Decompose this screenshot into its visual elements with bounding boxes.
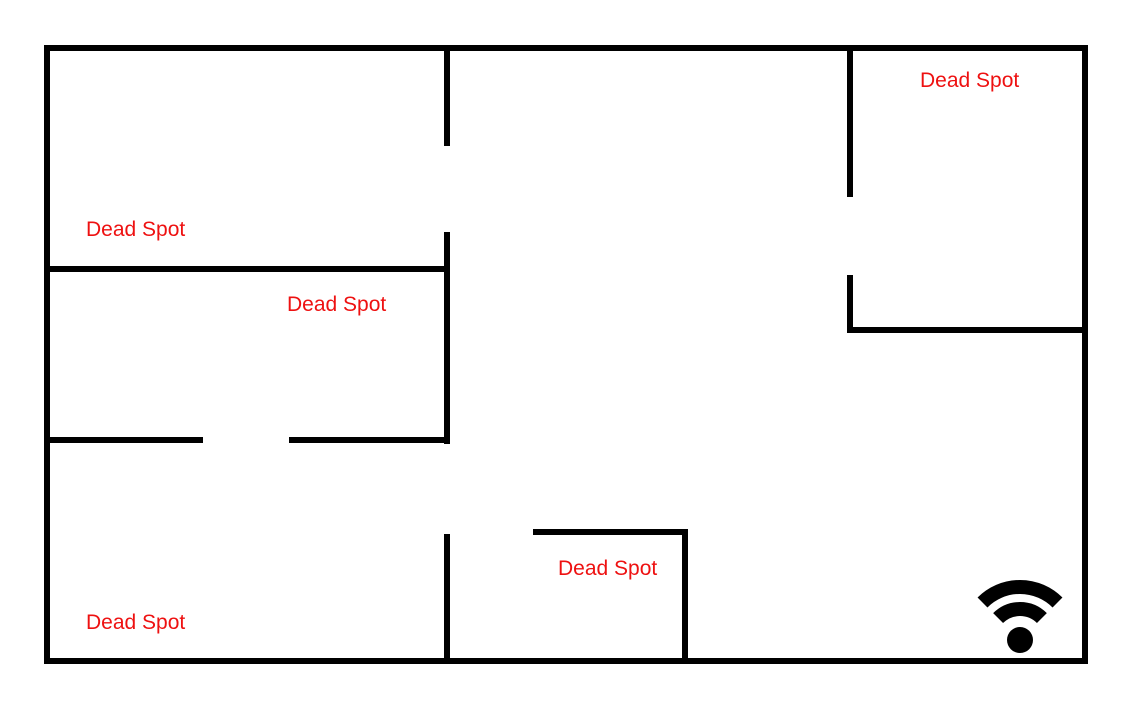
dead-spot-label-bottom-left: Dead Spot — [86, 611, 186, 634]
wifi-dot — [1007, 627, 1033, 653]
wifi-middle-arc — [993, 602, 1047, 624]
wall-center-vertical-middle — [444, 232, 450, 444]
wall-topright-room-bottom — [847, 327, 1088, 333]
wifi-icon — [977, 579, 1063, 653]
dead-spot-label-middle-left: Dead Spot — [287, 293, 387, 316]
wall-outer-top — [44, 45, 1088, 51]
wall-outer-right — [1082, 45, 1088, 664]
wall-outer-bottom — [44, 658, 1088, 664]
wall-bottomcenter-room-right — [682, 529, 688, 664]
wall-topleft-room-bottom — [44, 266, 450, 272]
wall-topright-room-left-lower — [847, 275, 853, 333]
dead-spot-label-top-right: Dead Spot — [920, 69, 1020, 92]
wall-bottomcenter-room-top — [533, 529, 688, 535]
wall-center-vertical-lower — [444, 534, 450, 660]
wifi-outer-arc — [977, 579, 1063, 608]
wall-center-vertical-upper — [444, 45, 450, 146]
dead-spot-label-top-left: Dead Spot — [86, 218, 186, 241]
wall-midleft-room-bottom-right — [289, 437, 450, 443]
wall-topright-room-left-upper — [847, 45, 853, 197]
wall-outer-left — [44, 45, 50, 664]
wall-midleft-room-bottom-left — [44, 437, 203, 443]
dead-spot-label-bottom-center: Dead Spot — [558, 557, 658, 580]
